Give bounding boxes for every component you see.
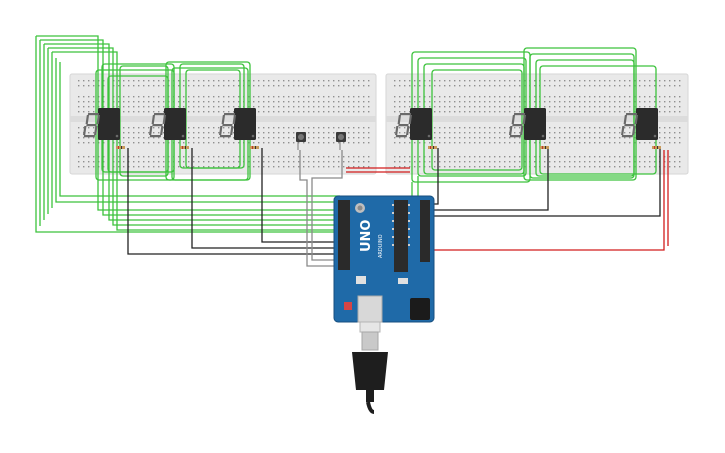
segment (511, 115, 516, 124)
segment (151, 115, 156, 124)
header-left (338, 200, 350, 270)
seven-segment-display-icon[interactable] (395, 108, 432, 140)
board-label: UNO (359, 220, 374, 253)
segment (221, 115, 226, 124)
segment (149, 135, 162, 138)
segment (395, 135, 408, 138)
segment (85, 115, 90, 124)
arduino-uno-board[interactable]: UNO ARDUINO (333, 195, 435, 323)
push-button-2[interactable] (336, 132, 346, 150)
segment (83, 135, 96, 138)
segment (621, 135, 634, 138)
red-wires (346, 150, 669, 251)
segment (94, 126, 98, 135)
segment (222, 124, 233, 127)
seven-segment-display-icon[interactable] (83, 108, 120, 140)
segment (219, 135, 232, 138)
push-button-1[interactable] (296, 132, 306, 150)
resistor-icon (116, 146, 125, 149)
resistor-icon (540, 146, 549, 149)
seven-segment-display-icon[interactable] (509, 108, 546, 140)
usb-plug-icon (352, 295, 388, 414)
resistor-icon (250, 146, 259, 149)
segment (621, 126, 625, 135)
segment (634, 115, 639, 124)
segment (623, 115, 628, 124)
segment (87, 113, 100, 116)
segment (522, 115, 527, 124)
segment (153, 113, 166, 116)
power-jack (410, 298, 430, 320)
segment (232, 115, 237, 124)
segment (520, 126, 524, 135)
seven-segment-display-icon[interactable] (621, 108, 658, 140)
segment (509, 126, 513, 135)
header-right (420, 200, 430, 262)
segment (632, 126, 636, 135)
seven-segment-displays (83, 108, 658, 140)
resistors (116, 146, 661, 149)
board-sublabel: ARDUINO (378, 234, 384, 258)
segment (86, 124, 97, 127)
resistor-icon (652, 146, 661, 149)
gray-wires (299, 150, 343, 267)
seven-segment-display-icon[interactable] (149, 108, 186, 140)
segment (397, 115, 402, 124)
segment (160, 126, 164, 135)
breadboard-holes (394, 80, 681, 168)
resistor-icon (180, 146, 189, 149)
segment (149, 126, 153, 135)
segment (223, 113, 236, 116)
segment (152, 124, 163, 127)
segment (512, 124, 523, 127)
segment (398, 124, 409, 127)
segment (513, 113, 526, 116)
segment (625, 113, 638, 116)
resistor-icon (428, 146, 437, 149)
black-wires (127, 148, 661, 255)
segment (624, 124, 635, 127)
segment (395, 126, 399, 135)
segment (96, 115, 101, 124)
segment (399, 113, 412, 116)
segment (219, 126, 223, 135)
segment (83, 126, 87, 135)
segment (162, 115, 167, 124)
segment (406, 126, 410, 135)
green-wires-left (35, 35, 340, 233)
reset-button (344, 302, 352, 310)
segment (230, 126, 234, 135)
segment (408, 115, 413, 124)
atmega-chip (394, 200, 408, 272)
segment (509, 135, 522, 138)
seven-segment-display-icon[interactable] (219, 108, 256, 140)
